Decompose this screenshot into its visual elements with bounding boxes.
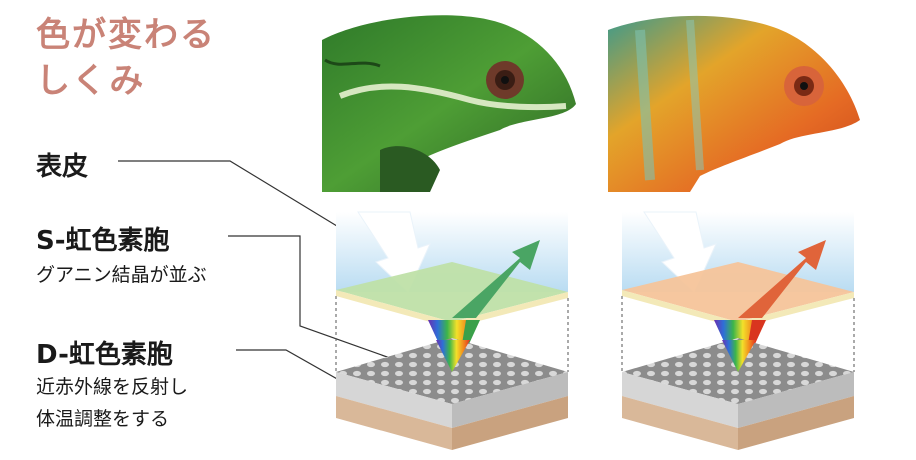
chameleon-green-photo	[322, 6, 576, 193]
title-line-1: 色が変わる	[36, 15, 216, 55]
label-epidermis: 表皮	[36, 152, 89, 182]
label-d-description-1: 近赤外線を反射し	[36, 376, 189, 398]
label-s-iridophore: S-虹色素胞	[36, 226, 170, 256]
layer-diagram-green	[335, 211, 569, 450]
label-d-description-2: 体温調整をする	[36, 408, 170, 430]
layer-diagram-orange	[621, 211, 855, 450]
dermis-layer-left	[336, 396, 452, 450]
label-s-description: グアニン結晶が並ぶ	[36, 264, 207, 286]
dermis-layer-right	[622, 396, 738, 450]
reflected-light-arrow-right	[738, 240, 826, 318]
chameleon-orange-photo	[608, 6, 862, 193]
diagram-title: 色が変わる しくみ	[36, 12, 216, 104]
leader-s-iridophore	[228, 235, 405, 364]
title-line-2: しくみ	[36, 61, 146, 101]
label-d-iridophore: D-虹色素胞	[36, 340, 173, 370]
reflected-light-arrow-left	[452, 240, 540, 318]
